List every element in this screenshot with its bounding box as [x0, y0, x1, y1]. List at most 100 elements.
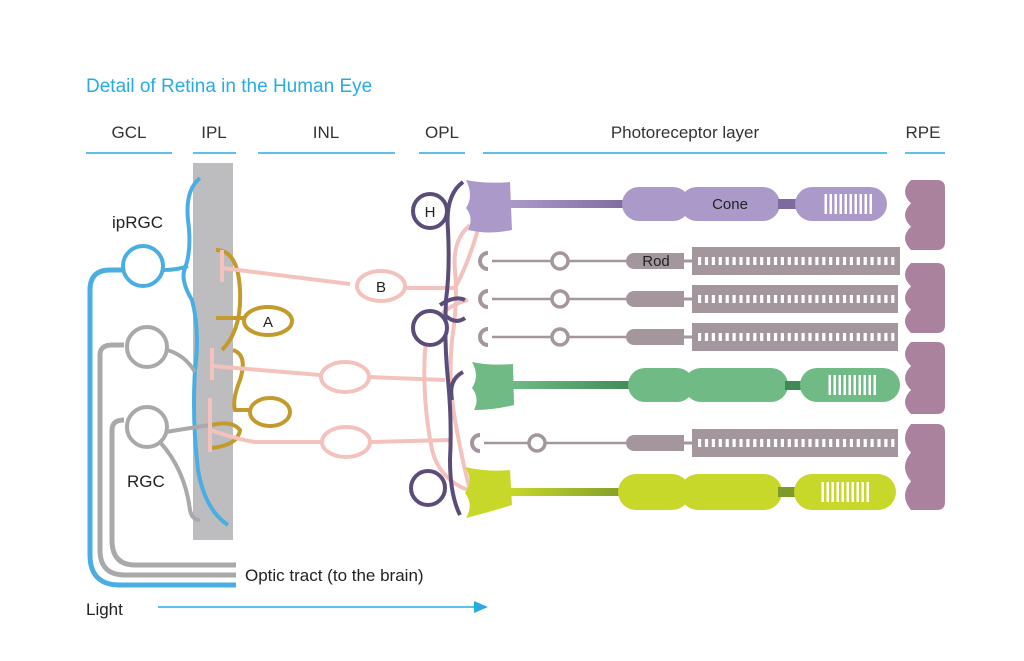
layer-label-gcl: GCL: [112, 123, 147, 142]
rod-disc: [732, 439, 736, 447]
bipolar-soma-3: [320, 425, 372, 459]
cone-m-nucleus: [628, 368, 694, 402]
rod-disc: [704, 439, 709, 447]
rod-soma: [527, 433, 547, 453]
cone-disc: [841, 482, 844, 502]
cone-s-terminal: [466, 180, 512, 233]
rod-disc: [856, 257, 860, 265]
rod-disc: [808, 295, 812, 303]
rgc-axon-branch: [158, 440, 201, 522]
bipolar-axon-2: [211, 364, 321, 377]
iprgc-soma: [121, 244, 165, 288]
rod-disc: [732, 257, 736, 265]
rod-disc: [856, 333, 860, 341]
cone-disc: [828, 375, 831, 395]
rod-disc: [849, 257, 853, 265]
rod-disc: [849, 439, 853, 447]
rod-disc: [856, 295, 860, 303]
rod-disc: [829, 257, 833, 265]
rod-disc: [725, 295, 729, 303]
bipolar-label: B: [376, 279, 386, 296]
rpe-cells: [905, 180, 945, 510]
amacrine-dendrite-mid: [232, 348, 252, 412]
cone-disc: [851, 482, 854, 502]
rod-disc: [822, 333, 826, 341]
cone-disc: [839, 194, 842, 214]
layer-label-photoreceptor: Photoreceptor layer: [611, 123, 760, 142]
bipolar-cells: [208, 221, 482, 492]
rod-cell: [478, 247, 900, 275]
rod-disc: [808, 257, 812, 265]
rod-disc: [877, 333, 881, 341]
rod-disc: [884, 295, 888, 303]
rod-disc: [767, 257, 771, 265]
layer-label-rpe: RPE: [906, 123, 941, 142]
cone-disc: [833, 375, 836, 395]
rod-disc: [746, 439, 750, 447]
rod-disc: [842, 439, 847, 447]
rod-disc: [773, 439, 778, 447]
rod-disc: [822, 439, 826, 447]
cone-disc: [831, 482, 834, 502]
rpe-cell: [905, 424, 945, 510]
rod-disc: [884, 439, 888, 447]
cone-disc: [836, 482, 839, 502]
cone-disc: [873, 375, 876, 395]
bipolar-soma-2: [319, 360, 371, 394]
horizontal-soma-2: [411, 309, 449, 347]
rod-disc: [815, 257, 819, 265]
rod-disc: [870, 439, 874, 447]
rod-disc: [891, 257, 895, 265]
rod-disc: [698, 439, 702, 447]
cone-disc: [856, 482, 859, 502]
cone-disc: [846, 482, 849, 502]
rod-disc: [849, 333, 853, 341]
cone-disc: [861, 482, 864, 502]
rod-disc: [780, 333, 784, 341]
cone-m: [472, 362, 900, 410]
rod-disc: [704, 257, 709, 265]
cone-l-discs: [821, 482, 869, 502]
rod-spherule: [478, 289, 489, 309]
rod-spherule: [478, 327, 489, 347]
rod-disc: [863, 257, 867, 265]
bipolar-dendrite-2: [368, 375, 446, 382]
cone-s: [466, 180, 887, 233]
rpe-cell: [905, 263, 945, 333]
cone-disc: [848, 375, 851, 395]
rod-soma: [550, 251, 570, 271]
bipolar-dendrite-1: [405, 221, 482, 290]
rod-cell: [478, 323, 898, 351]
optic-tract-label: Optic tract (to the brain): [245, 566, 424, 585]
amacrine-dendrite-upper: [215, 248, 243, 352]
rod-disc: [829, 333, 833, 341]
rod-spherule: [478, 251, 489, 271]
rod-disc: [801, 333, 805, 341]
cone-l: [465, 467, 896, 518]
amacrine-label: A: [263, 314, 273, 331]
rod-disc: [877, 439, 881, 447]
rod-disc: [815, 295, 819, 303]
rod-disc: [767, 333, 771, 341]
cone-disc: [826, 482, 829, 502]
diagram-title: Detail of Retina in the Human Eye: [86, 76, 372, 97]
rod-soma: [550, 289, 570, 309]
rod-disc: [801, 257, 805, 265]
bipolar-dendrite-3: [369, 438, 451, 444]
rod-disc: [870, 333, 874, 341]
light-arrow-head: [474, 601, 488, 613]
cone-disc: [859, 194, 862, 214]
amacrine-cells: [211, 248, 294, 450]
rods: [470, 247, 900, 457]
rod-disc: [836, 295, 840, 303]
rod-disc: [794, 439, 798, 447]
rod-disc: [870, 257, 874, 265]
cone-disc: [843, 375, 846, 395]
cone-s-nucleus: [622, 187, 690, 221]
optic-tract: [87, 267, 236, 588]
rod-disc: [767, 295, 771, 303]
rod-disc: [856, 439, 860, 447]
cone-m-terminal: [472, 362, 514, 410]
rod-disc: [718, 439, 722, 447]
